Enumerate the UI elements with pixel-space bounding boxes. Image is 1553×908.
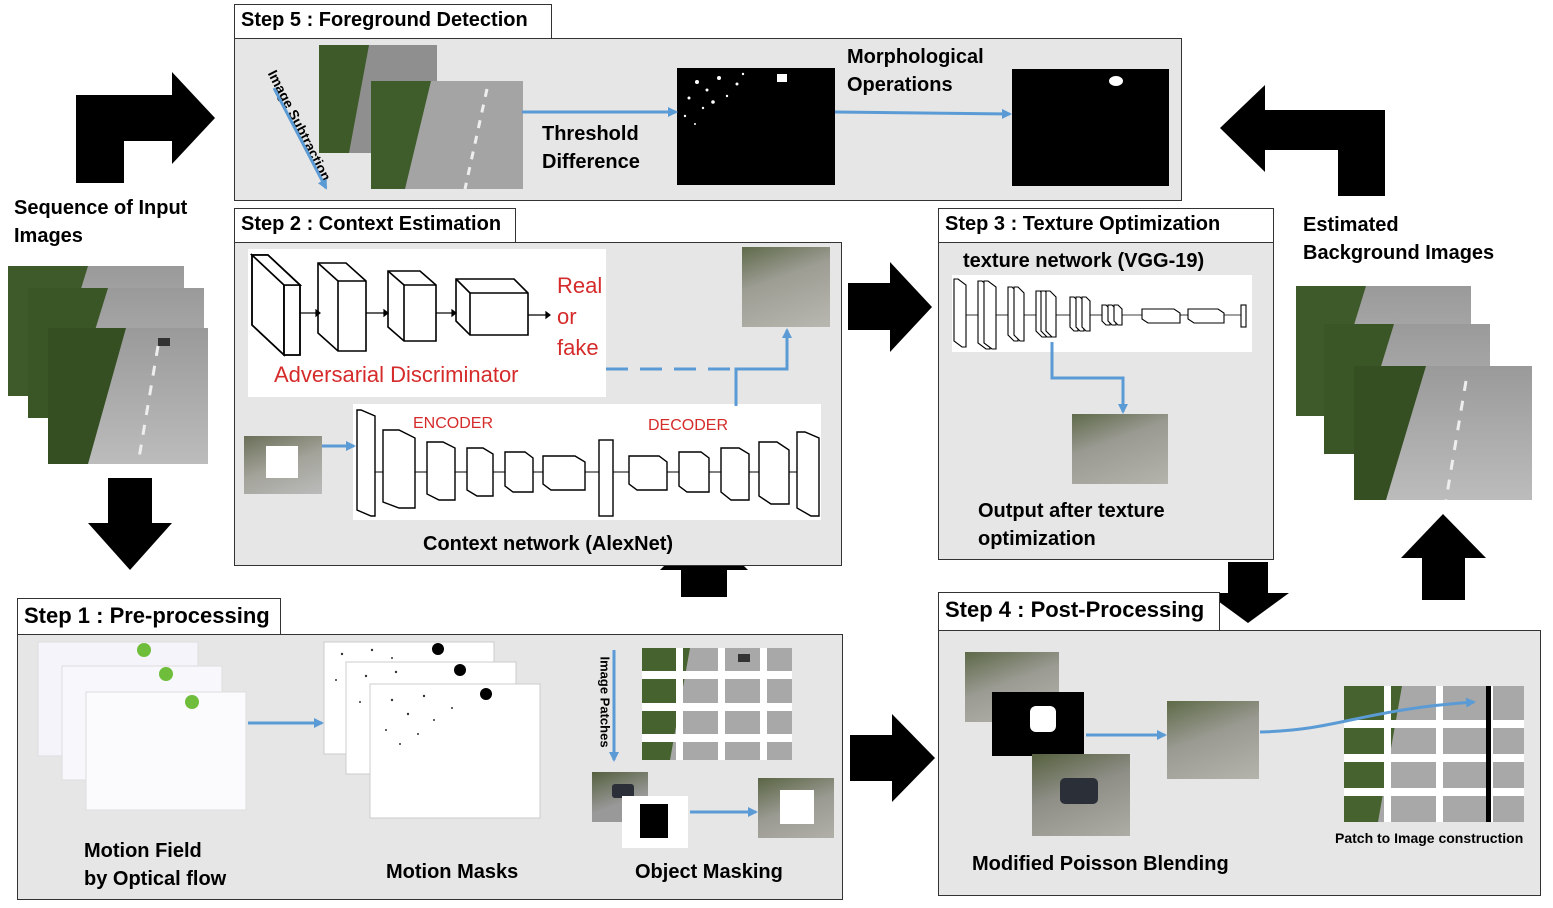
object-masking-label: Object Masking — [635, 861, 783, 883]
arrow-decoder-to-output — [734, 328, 792, 406]
step3-title: Step 3 : Texture Optimization — [938, 208, 1274, 244]
arrow-image-subtraction — [272, 87, 328, 190]
discriminator-cubes — [249, 253, 551, 357]
motion-field-stack — [37, 641, 247, 811]
step5-title: Step 5 : Foreground Detection — [234, 4, 552, 40]
texture-output-image — [1072, 414, 1168, 484]
blended-output — [1167, 701, 1259, 779]
poisson-label: Modified Poisson Blending — [972, 853, 1229, 875]
motion-mask-stack — [323, 641, 541, 819]
final-mask — [1012, 69, 1169, 186]
arrow-step1-to-step4 — [850, 714, 935, 802]
decoder-label: DECODER — [648, 417, 729, 434]
patch-grid — [642, 648, 792, 760]
car-frame-patch — [1032, 754, 1130, 836]
arrow-step4-to-bg — [1401, 514, 1486, 600]
vgg-layers — [953, 278, 1247, 350]
masked-patch — [622, 796, 688, 848]
threshold-mask — [677, 68, 835, 185]
bg-image-stack — [1296, 286, 1532, 501]
masked-input-image — [244, 436, 322, 494]
arrow-step3-to-step4 — [1207, 562, 1289, 623]
arrow-vgg-to-output — [1050, 342, 1128, 414]
context-network-label: Context network (AlexNet) — [423, 533, 674, 555]
masked-road-patch — [758, 778, 834, 838]
context-network-box — [353, 404, 821, 520]
encoder-label: ENCODER — [413, 415, 494, 432]
step4-title: Step 4 : Post-Processing — [938, 592, 1220, 630]
motion-masks-label: Motion Masks — [386, 861, 519, 883]
arrow-input-down — [88, 478, 172, 570]
reconstructed-grid — [1344, 686, 1524, 822]
arrow-to-morph — [834, 108, 1012, 119]
step1-title: Step 1 : Pre-processing — [17, 598, 281, 636]
mask-hole — [266, 446, 298, 478]
arrow-step2-to-step3 — [848, 262, 932, 352]
threshold-noise — [683, 72, 787, 125]
context-output-image — [742, 247, 830, 327]
blend-mask — [992, 692, 1084, 756]
encoder-decoder-layers — [356, 409, 820, 517]
bg-frame-3 — [1354, 366, 1532, 501]
vgg-box — [952, 275, 1252, 352]
input-frame-3 — [48, 328, 208, 465]
texture-network-label: texture network (VGG-19) — [963, 250, 1205, 272]
step5-frames — [319, 45, 523, 190]
arrow-to-reconstruction — [1259, 697, 1476, 734]
arrow-bg-to-step5 — [1220, 85, 1385, 196]
step2-title: Step 2 : Context Estimation — [234, 208, 516, 244]
adversarial-discriminator-label: Adversarial Discriminator — [274, 362, 519, 387]
patch-to-image-label: Patch to Image construction — [1335, 830, 1524, 846]
arrow-input-to-step5 — [76, 72, 215, 183]
discriminator-box — [248, 249, 606, 397]
input-image-stack — [8, 266, 208, 465]
